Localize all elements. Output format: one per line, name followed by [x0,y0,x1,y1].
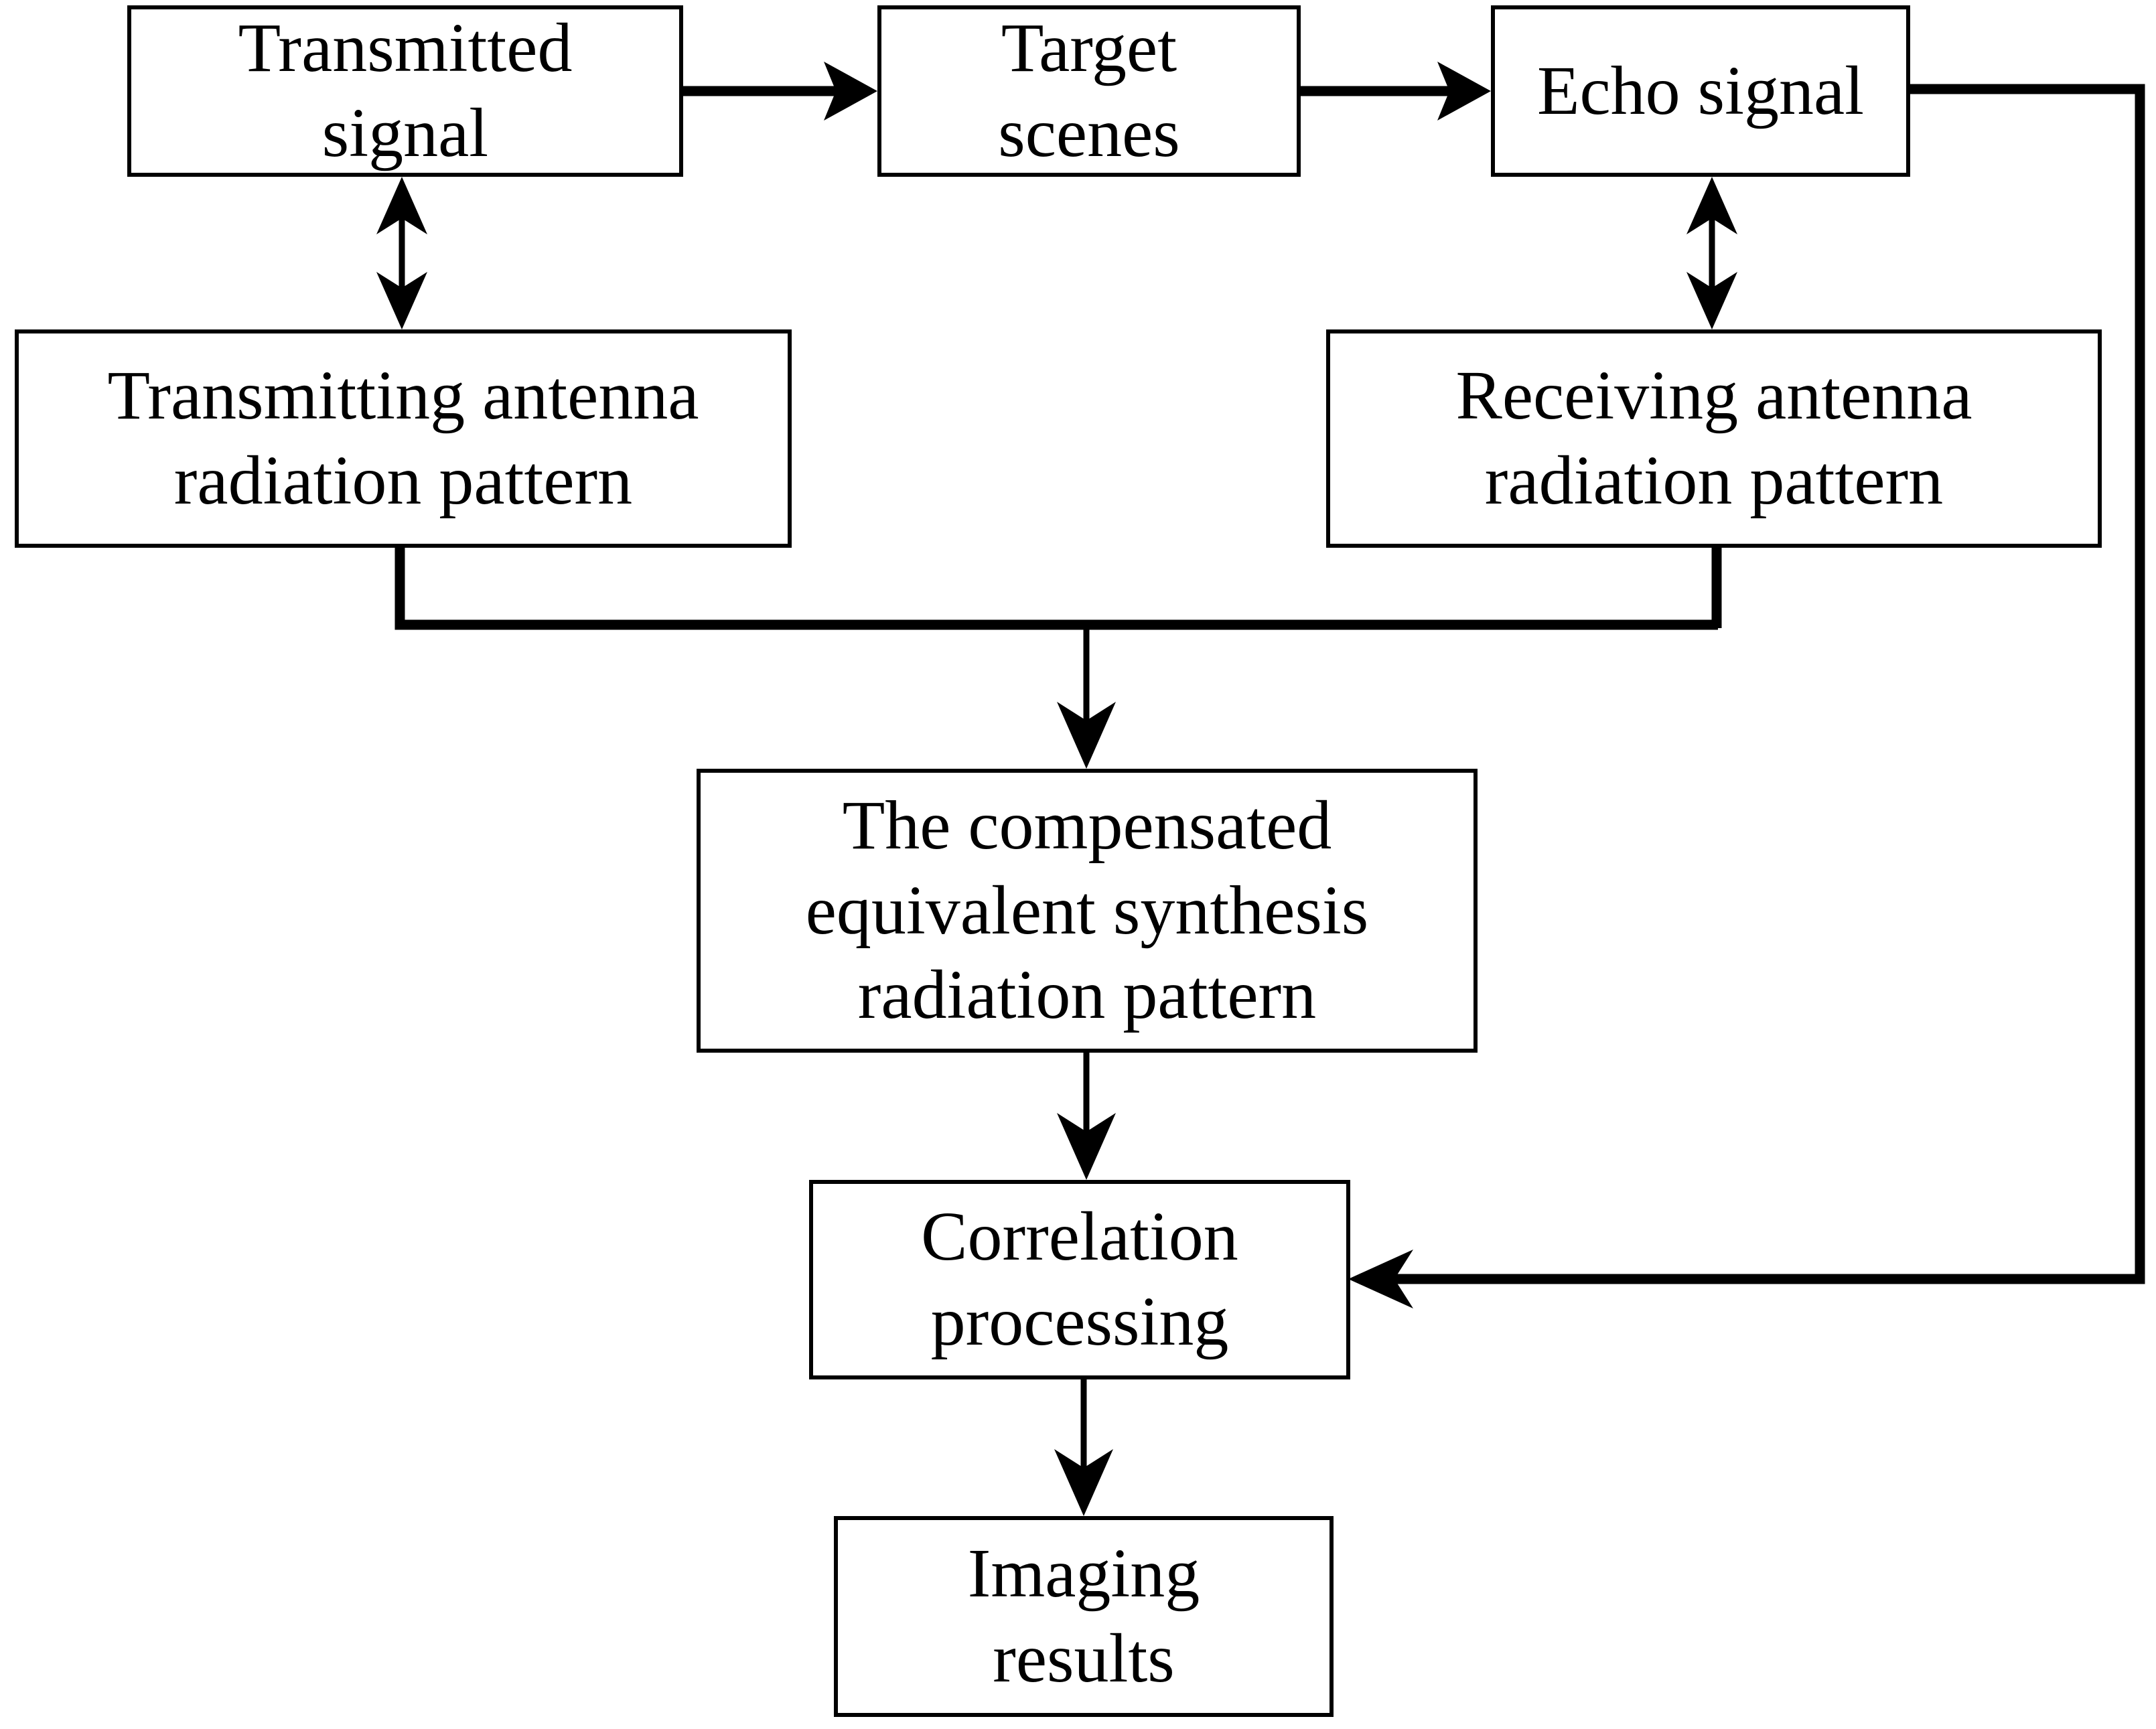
edge-echo-to-correlation [1348,84,2145,1308]
node-transmitting-antenna-radiation-pattern[interactable]: Transmitting antenna radiation pattern [15,329,792,548]
node-transmitted-signal[interactable]: Transmitted signal [127,5,683,177]
node-label: The compensated equivalent synthesis rad… [805,786,1369,1034]
node-label: Correlation processing [921,1198,1238,1360]
node-label: Target scenes [998,9,1180,171]
node-correlation-processing[interactable]: Correlation processing [809,1180,1350,1379]
node-label: Receiving antenna radiation pattern [1455,357,1972,519]
node-receiving-antenna-radiation-pattern[interactable]: Receiving antenna radiation pattern [1326,329,2102,548]
edge-target-to-echo [1301,62,1491,121]
edge-transmitted-antenna-double [376,177,427,329]
edge-compensated-to-correlation [1057,1053,1116,1180]
node-echo-signal[interactable]: Echo signal [1491,5,1910,177]
node-label: Transmitting antenna radiation pattern [107,357,699,519]
edge-transmitted-to-target [683,62,877,121]
edge-correlation-to-imaging [1054,1379,1113,1516]
node-label: Transmitted signal [238,9,573,171]
node-target-scenes[interactable]: Target scenes [877,5,1301,177]
edge-tx-antenna-to-bus [394,548,1718,630]
node-label: Echo signal [1536,52,1865,129]
node-label: Imaging results [967,1535,1200,1697]
edge-echo-antenna-double [1686,177,1737,329]
node-imaging-results[interactable]: Imaging results [834,1516,1334,1717]
edge-bus-to-compensated [1057,625,1116,769]
node-compensated-equivalent-synthesis-radiation-pattern[interactable]: The compensated equivalent synthesis rad… [697,769,1478,1053]
